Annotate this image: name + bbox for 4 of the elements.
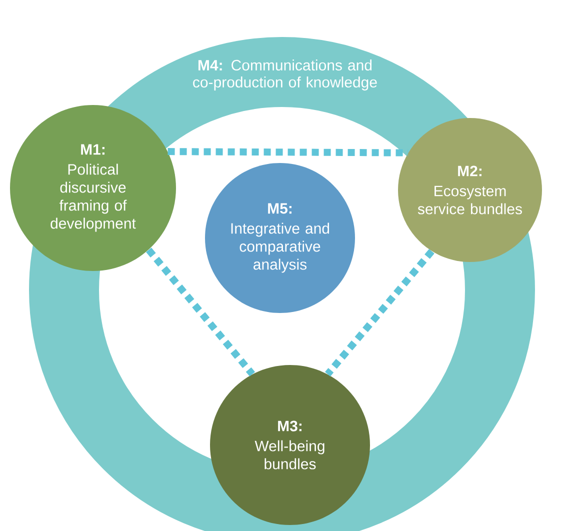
dotted-connector [324, 248, 434, 376]
dotted-connector [146, 248, 256, 376]
dotted-connector [168, 148, 408, 156]
band-label: M4: Communications and co-production of knowledge [193, 60, 377, 90]
